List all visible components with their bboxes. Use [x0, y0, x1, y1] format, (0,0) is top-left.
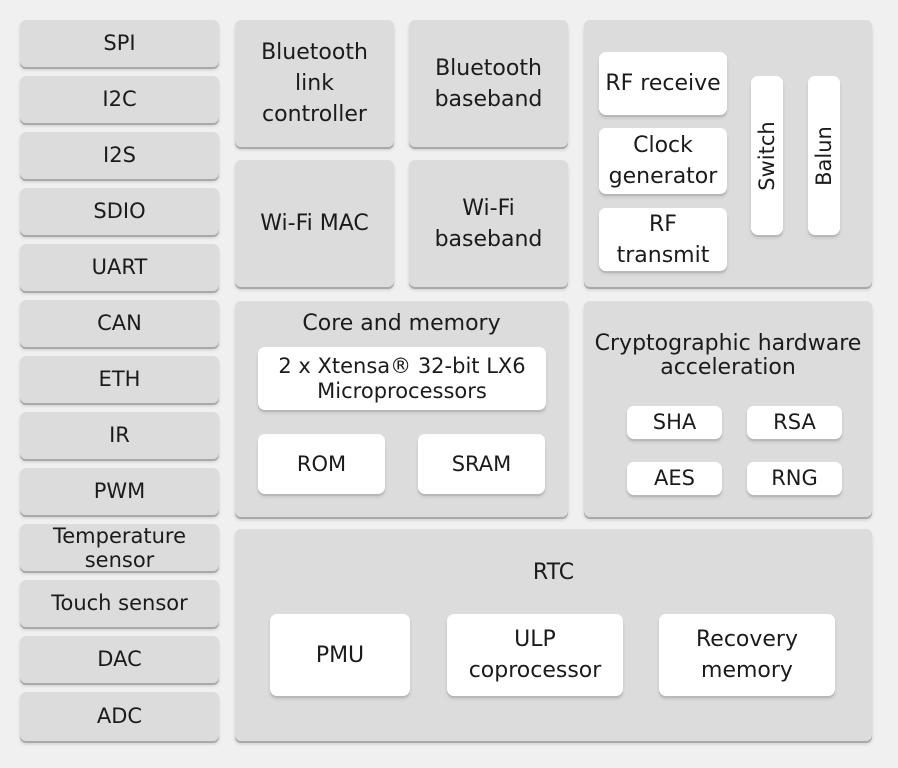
rng-label: RNG — [771, 466, 818, 490]
wifi-mac-block: Wi-Fi MAC — [235, 160, 394, 287]
peripheral-i2c: I2C — [20, 76, 219, 123]
rtc-title: RTC — [532, 560, 575, 585]
peripheral-eth: ETH — [20, 356, 219, 403]
peripheral-uart: UART — [20, 244, 219, 291]
peripheral-label: SPI — [103, 31, 136, 55]
cpu-label: 2 x Xtensa® 32-bit LX6 Microprocessors — [278, 353, 526, 403]
peripheral-label: PWM — [93, 479, 146, 503]
peripheral-i2s: I2S — [20, 132, 219, 179]
rtc-block: RTC PMU ULP coprocessor Recovery memory — [235, 529, 872, 741]
peripheral-label: DAC — [97, 647, 142, 671]
bluetooth-link-controller-block: Bluetooth link controller — [235, 20, 394, 147]
switch-label: Switch — [755, 120, 779, 191]
peripheral-dac: DAC — [20, 636, 219, 683]
balun-label: Balun — [812, 125, 836, 186]
wifi-baseband-block: Wi-Fi baseband — [409, 160, 568, 287]
rsa-label: RSA — [773, 410, 816, 434]
rom-box: ROM — [258, 434, 385, 494]
rsa-box: RSA — [747, 406, 842, 439]
core-memory-title: Core and memory — [302, 311, 501, 336]
peripheral-label: CAN — [97, 311, 142, 335]
rf-block: RF receive Clock generator RF transmit S… — [584, 20, 872, 287]
peripheral-label: IR — [109, 423, 130, 447]
aes-box: AES — [627, 462, 722, 495]
clock-generator-box: Clock generator — [599, 128, 727, 194]
ulp-coprocessor-label: ULP coprocessor — [468, 627, 602, 683]
rng-box: RNG — [747, 462, 842, 495]
balun-box: Balun — [808, 76, 840, 235]
rom-label: ROM — [296, 451, 347, 476]
peripheral-touch-sensor: Touch sensor — [20, 580, 219, 627]
rf-transmit-box: RF transmit — [599, 208, 727, 271]
bluetooth-link-controller-label: Bluetooth link controller — [261, 40, 368, 127]
recovery-memory-label: Recovery memory — [695, 627, 798, 683]
sram-box: SRAM — [418, 434, 545, 494]
sha-label: SHA — [652, 410, 697, 434]
crypto-title: Cryptographic hardware acceleration — [594, 331, 862, 380]
peripheral-label: Temperature sensor — [52, 523, 187, 572]
peripheral-label: I2C — [102, 87, 137, 111]
peripheral-adc: ADC — [20, 692, 219, 741]
peripheral-sdio: SDIO — [20, 188, 219, 235]
aes-label: AES — [654, 466, 695, 490]
peripheral-can: CAN — [20, 300, 219, 347]
wifi-mac-label: Wi-Fi MAC — [260, 211, 369, 236]
sha-box: SHA — [627, 406, 722, 439]
crypto-block: Cryptographic hardware acceleration SHA … — [584, 301, 872, 517]
peripheral-ir: IR — [20, 412, 219, 459]
ulp-coprocessor-box: ULP coprocessor — [447, 614, 623, 696]
pmu-label: PMU — [315, 642, 365, 668]
peripheral-label: SDIO — [93, 199, 146, 223]
pmu-box: PMU — [270, 614, 410, 696]
rf-receive-label: RF receive — [605, 71, 721, 96]
core-memory-block: Core and memory 2 x Xtensa® 32-bit LX6 M… — [235, 301, 568, 517]
peripheral-label: ADC — [96, 704, 143, 728]
peripheral-label: ETH — [98, 367, 141, 391]
bluetooth-baseband-block: Bluetooth baseband — [409, 20, 568, 147]
rf-transmit-label: RF transmit — [616, 211, 710, 268]
cpu-box: 2 x Xtensa® 32-bit LX6 Microprocessors — [258, 347, 546, 410]
peripheral-pwm: PWM — [20, 468, 219, 515]
clock-generator-label: Clock generator — [608, 133, 718, 189]
peripheral-temperature-sensor: Temperature sensor — [20, 523, 219, 572]
switch-box: Switch — [751, 76, 783, 235]
wifi-baseband-label: Wi-Fi baseband — [434, 195, 543, 252]
peripheral-spi: SPI — [20, 20, 219, 67]
bluetooth-baseband-label: Bluetooth baseband — [434, 55, 543, 112]
rf-receive-box: RF receive — [599, 52, 727, 115]
recovery-memory-box: Recovery memory — [659, 614, 835, 696]
sram-label: SRAM — [451, 451, 512, 476]
peripheral-label: I2S — [103, 143, 136, 167]
peripheral-label: Touch sensor — [51, 591, 188, 615]
peripheral-label: UART — [91, 255, 148, 279]
